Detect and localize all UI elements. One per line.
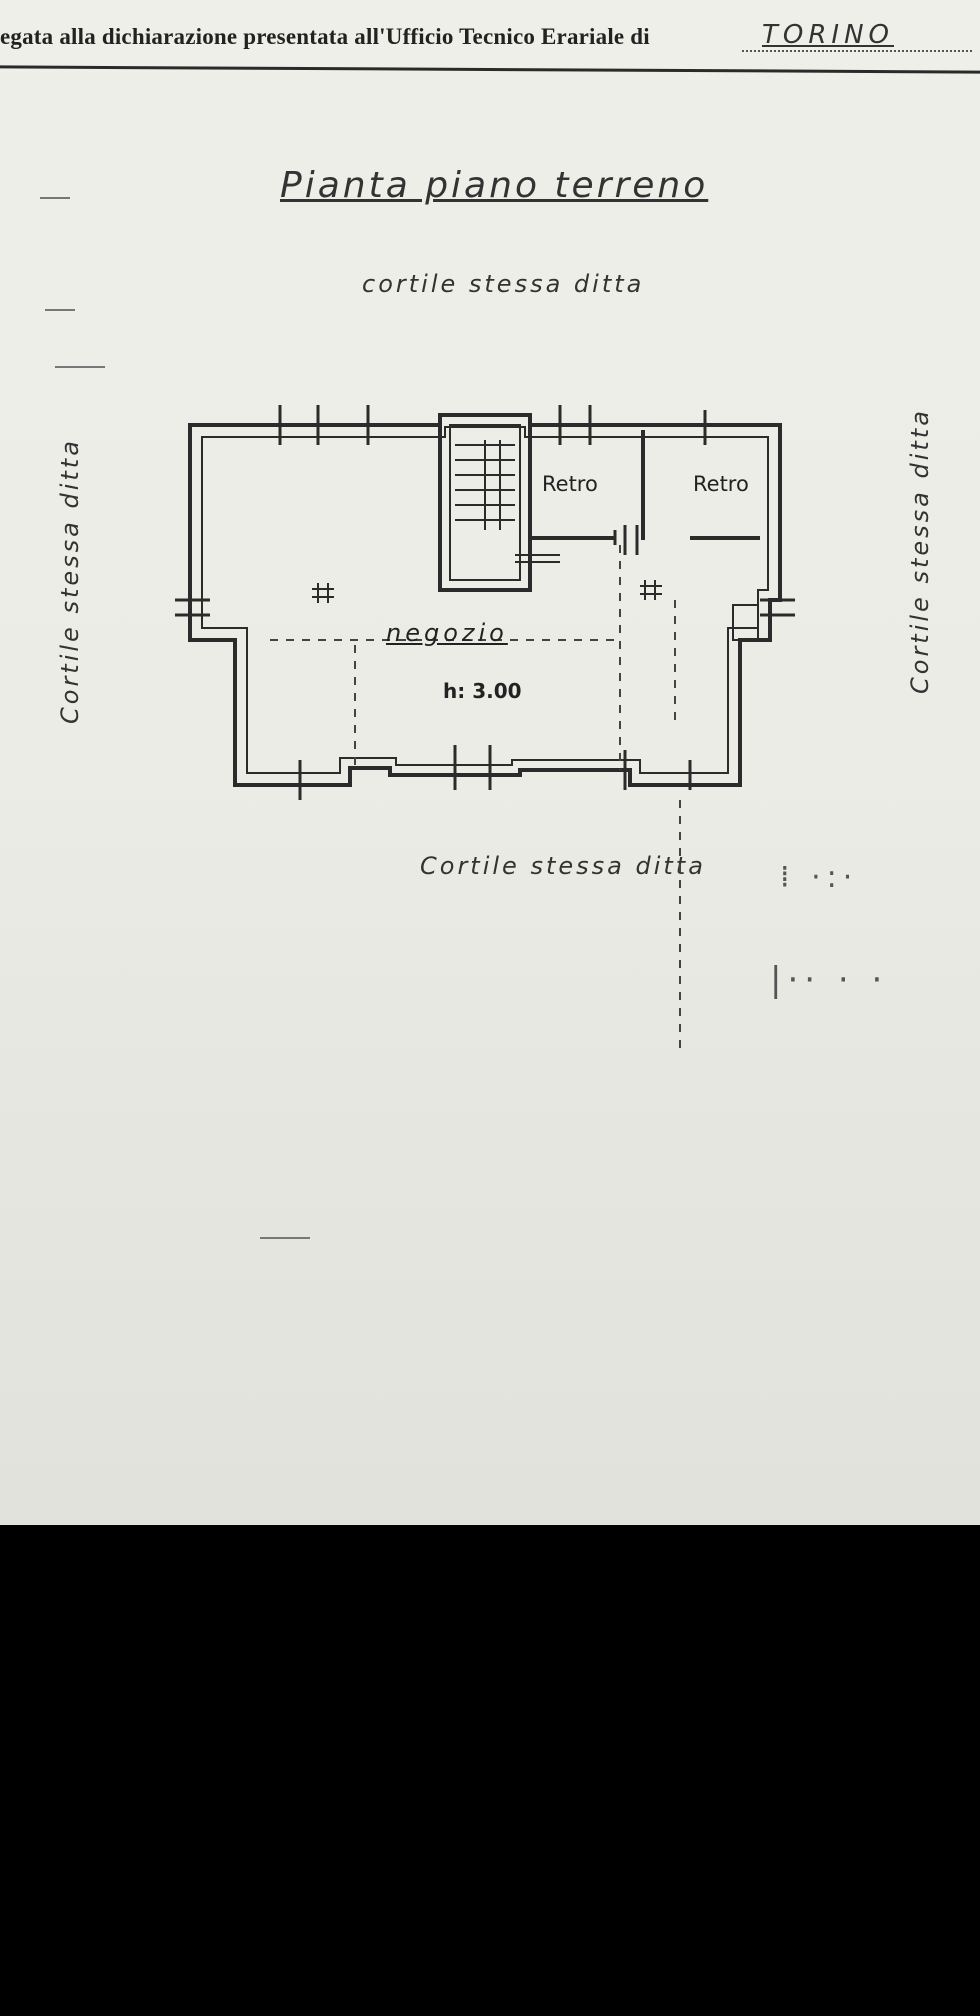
city-name: TORINO <box>762 20 894 50</box>
pencil-scribble-2: |·· · · <box>770 960 889 1000</box>
room-label-retro-left: Retro <box>542 472 598 496</box>
declaration-text: egata alla dichiarazione presentata all'… <box>0 24 650 49</box>
room-label-negozio: negozio <box>386 619 508 647</box>
pencil-scribble: ⁞ ·:· <box>780 860 859 895</box>
room-label-retro-right: Retro <box>693 472 749 496</box>
room-height-label: h: 3.00 <box>443 679 522 703</box>
top-courtyard-label: cortile stessa ditta <box>362 270 645 298</box>
document-page: egata alla dichiarazione presentata all'… <box>0 0 980 1525</box>
floor-plan-drawing <box>175 405 795 1050</box>
black-bottom-area <box>0 1525 980 2016</box>
pencil-marks <box>40 197 310 1239</box>
city-dotted-line <box>742 50 972 52</box>
plan-title: Pianta piano terreno <box>280 165 709 206</box>
bottom-courtyard-label: Cortile stessa ditta <box>420 852 706 880</box>
document-header: egata alla dichiarazione presentata all'… <box>0 12 980 52</box>
